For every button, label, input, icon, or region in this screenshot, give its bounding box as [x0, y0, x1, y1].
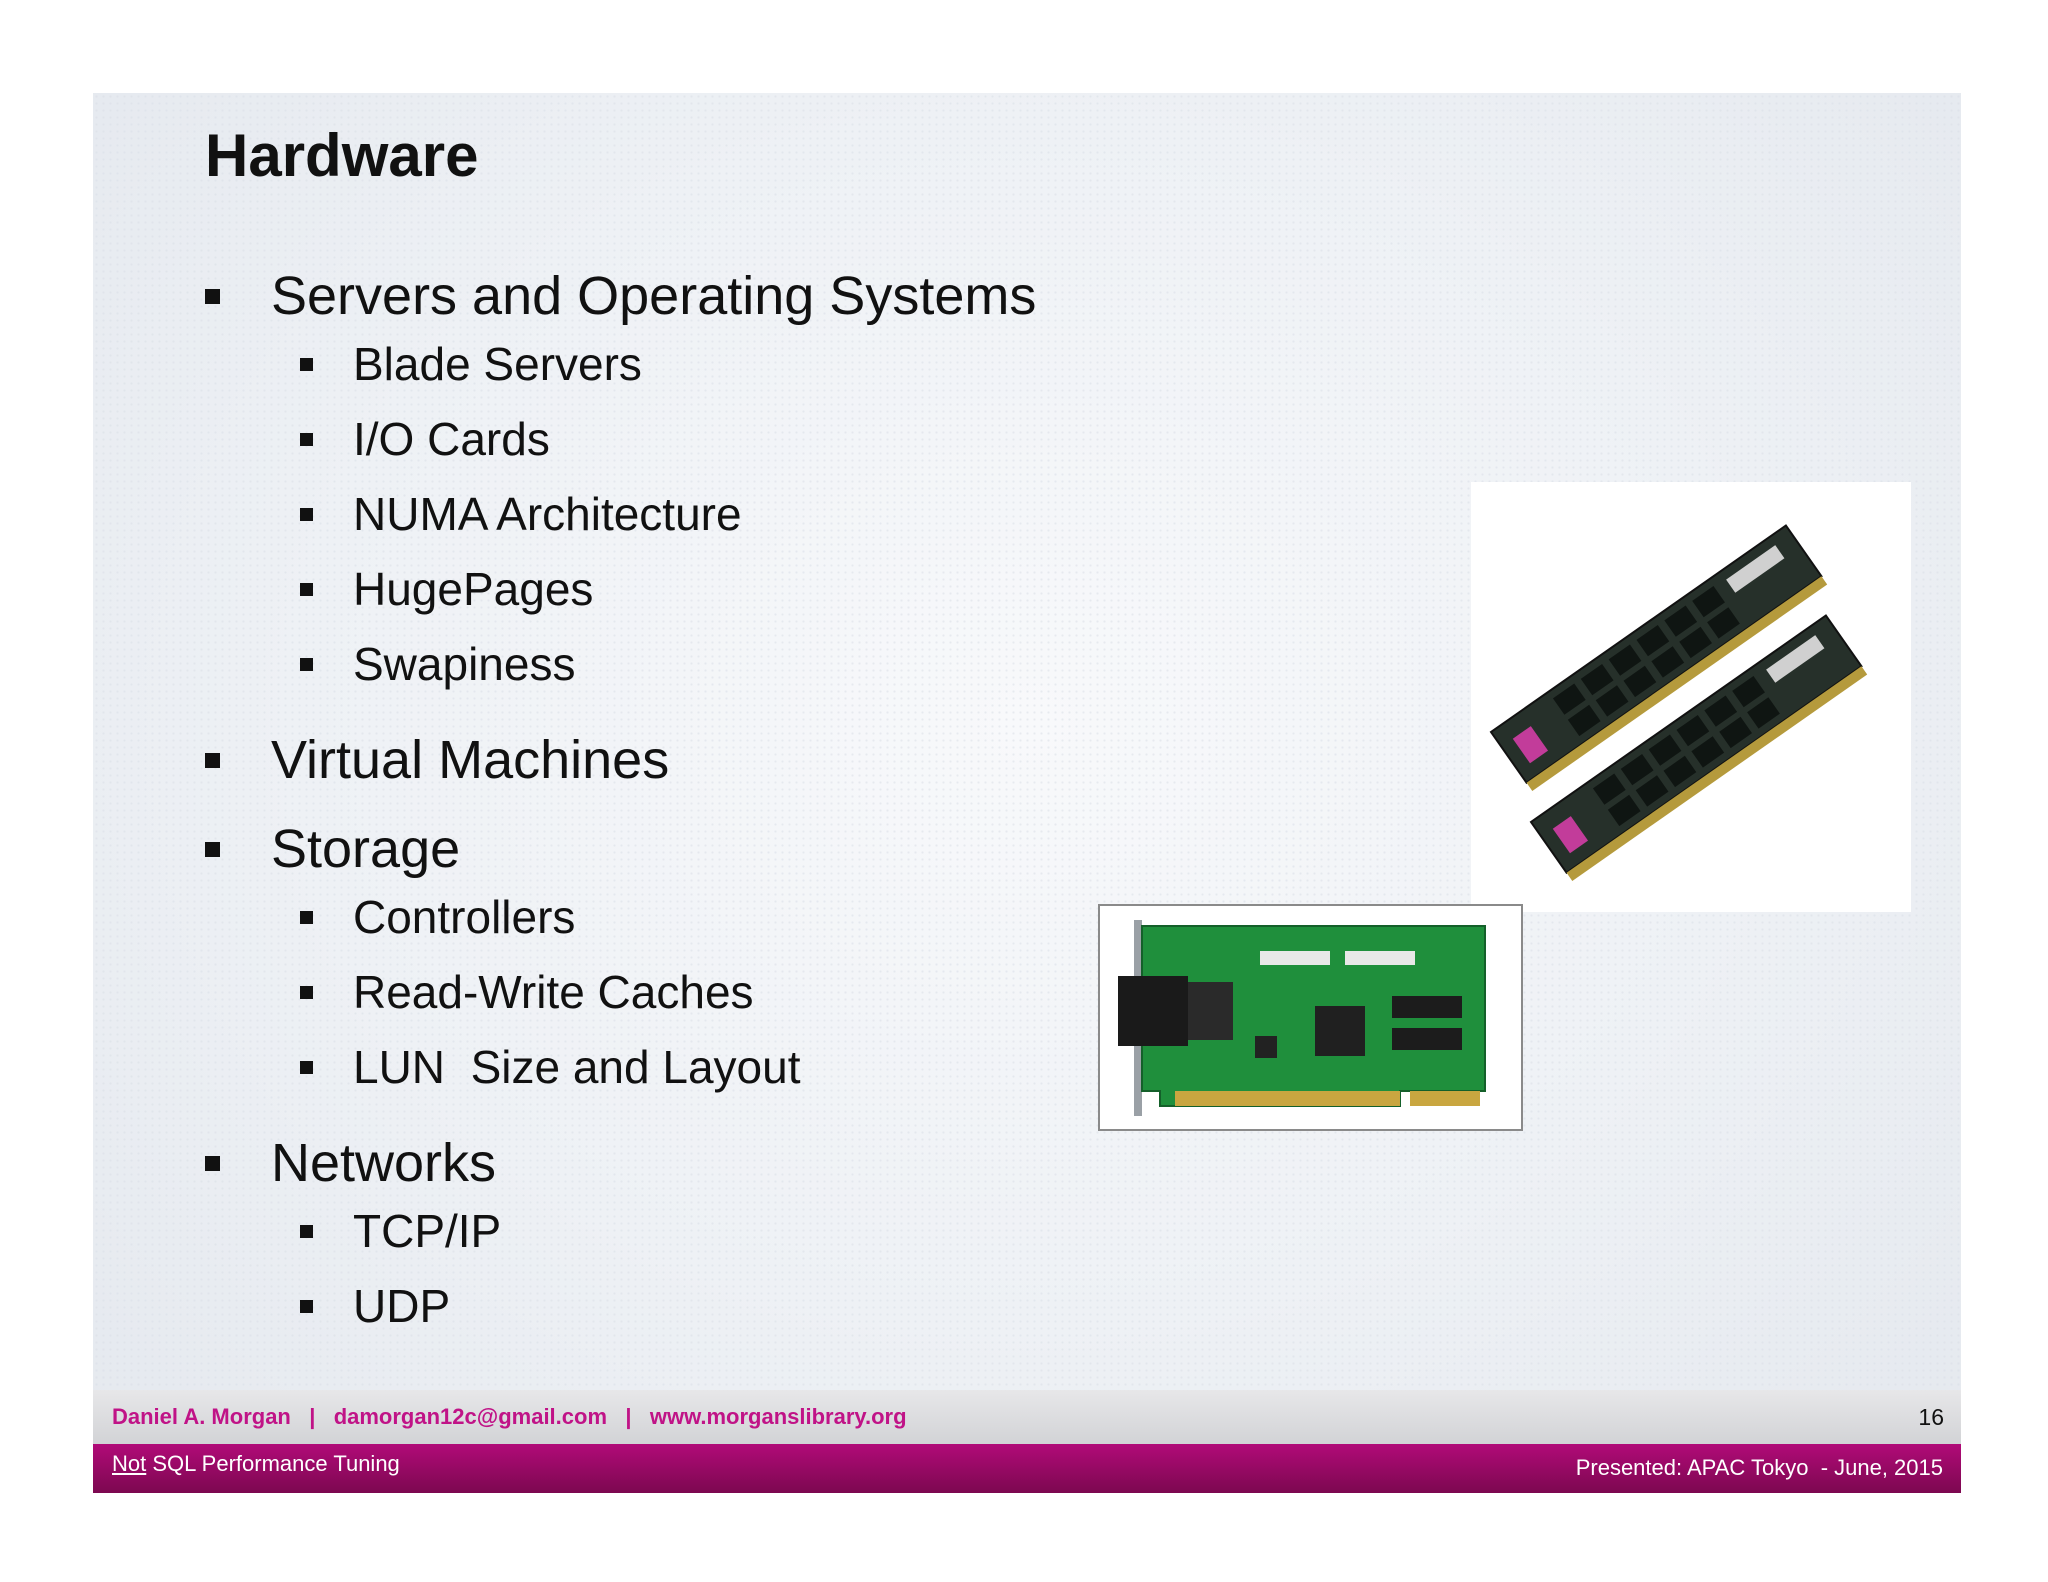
bullet-square-icon: [300, 508, 313, 521]
bullet-square-icon: [300, 433, 313, 446]
bullet-virtual-machines: Virtual Machines: [205, 729, 670, 791]
bullet-hugepages: HugePages: [300, 562, 594, 616]
bullet-square-icon: [300, 583, 313, 596]
bullet-square-icon: [300, 986, 313, 999]
footer-accent-bar: [93, 1444, 1961, 1493]
subtitle-emphasis: Not: [112, 1451, 147, 1476]
bullet-square-icon: [300, 1061, 313, 1074]
bullet-numa: NUMA Architecture: [300, 487, 742, 541]
presentation-subtitle: Not SQL Performance Tuning: [112, 1451, 400, 1477]
author-contact-line: Daniel A. Morgan | damorgan12c@gmail.com…: [112, 1404, 907, 1429]
bullet-square-icon: [300, 1300, 313, 1313]
bullet-text: Controllers: [353, 891, 576, 943]
bullet-controllers: Controllers: [300, 890, 576, 944]
bullet-text: Networks: [271, 1133, 497, 1193]
bullet-text: Servers and Operating Systems: [271, 266, 1037, 326]
bullet-text: Swapiness: [353, 638, 576, 690]
bullet-square-icon: [205, 753, 220, 768]
bullet-io-cards: I/O Cards: [300, 412, 550, 466]
bullet-networks: Networks: [205, 1132, 497, 1194]
ram-modules-image: [1471, 482, 1911, 912]
bullet-text: I/O Cards: [353, 413, 550, 465]
subtitle-text: SQL Performance Tuning: [146, 1451, 400, 1476]
bullet-text: Virtual Machines: [271, 730, 670, 790]
io-card-image: [1098, 904, 1523, 1131]
bullet-text: Read-Write Caches: [353, 966, 754, 1018]
bullet-text: Blade Servers: [353, 338, 642, 390]
bullet-servers-os: Servers and Operating Systems: [205, 265, 1037, 327]
bullet-swapiness: Swapiness: [300, 637, 576, 691]
presented-at: Presented: APAC Tokyo - June, 2015: [1575, 1455, 1943, 1480]
slide-title: Hardware: [205, 122, 479, 189]
bullet-text: TCP/IP: [353, 1205, 502, 1257]
bullet-text: UDP: [353, 1280, 451, 1332]
footer-info-bar: [93, 1390, 1961, 1444]
bullet-lun: LUN Size and Layout: [300, 1040, 801, 1094]
bullet-text: LUN Size and Layout: [353, 1041, 801, 1093]
bullet-storage: Storage: [205, 818, 461, 880]
bullet-udp: UDP: [300, 1279, 451, 1333]
bullet-blade-servers: Blade Servers: [300, 337, 642, 391]
bullet-square-icon: [205, 842, 220, 857]
bullet-square-icon: [300, 911, 313, 924]
bullet-square-icon: [205, 1156, 220, 1171]
bullet-square-icon: [300, 1225, 313, 1238]
bullet-square-icon: [300, 358, 313, 371]
page-number: 16: [1918, 1404, 1944, 1430]
bullet-read-write-caches: Read-Write Caches: [300, 965, 754, 1019]
bullet-square-icon: [300, 658, 313, 671]
bullet-text: Storage: [271, 819, 461, 879]
bullet-list: Servers and Operating Systems Blade Serv…: [93, 93, 1193, 1393]
bullet-tcpip: TCP/IP: [300, 1204, 502, 1258]
slide: Hardware Servers and Operating Systems B…: [93, 93, 1961, 1493]
bullet-text: HugePages: [353, 563, 594, 615]
bullet-square-icon: [205, 289, 220, 304]
bullet-text: NUMA Architecture: [353, 488, 742, 540]
